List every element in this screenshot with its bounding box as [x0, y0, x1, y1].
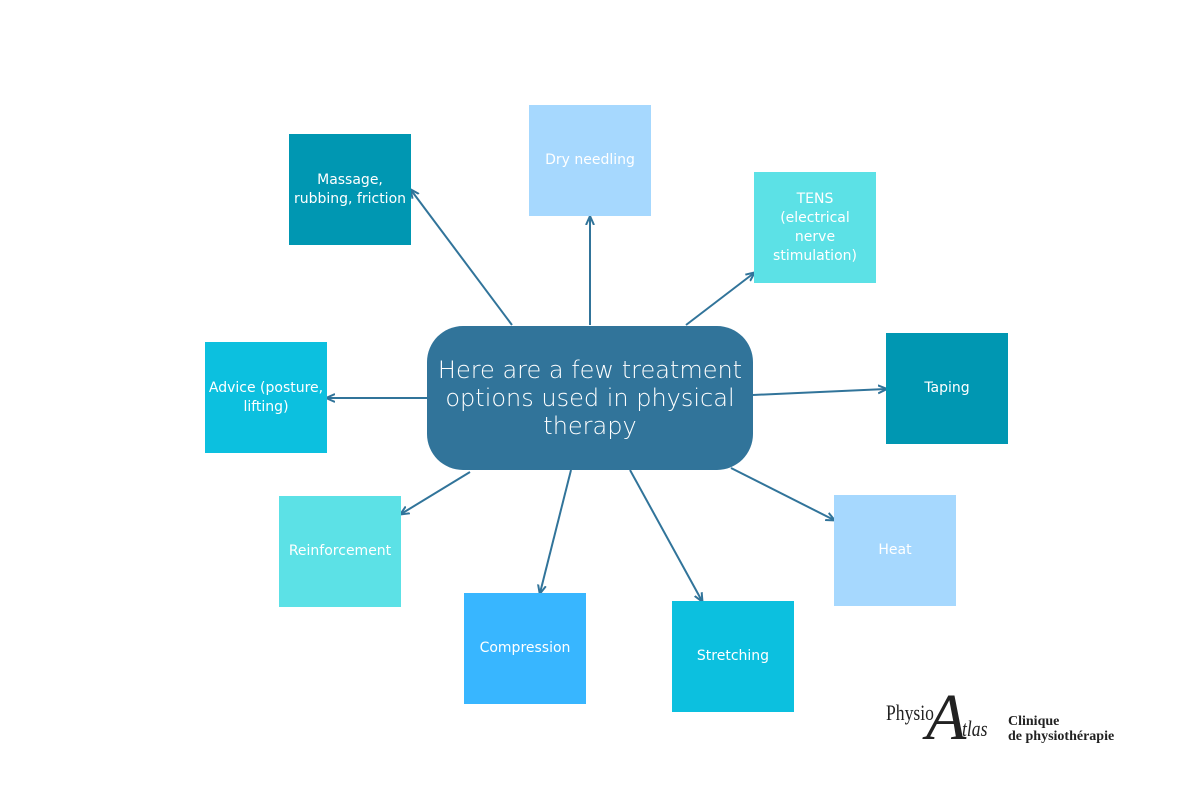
- connector-arrow: [629, 469, 702, 601]
- connector-arrow: [411, 190, 513, 326]
- connector-arrow: [401, 471, 471, 514]
- option-compression: Compression: [464, 593, 586, 704]
- option-label: Reinforcement: [288, 543, 392, 559]
- option-label: Compression: [479, 640, 571, 656]
- connector-arrow: [685, 273, 754, 326]
- connector-arrow: [752, 389, 886, 396]
- option-heat: Heat: [834, 495, 956, 606]
- option-advice: Advice (posture, lifting): [205, 342, 327, 453]
- option-reinforcement: Reinforcement: [279, 496, 401, 607]
- logo-a: A: [926, 681, 967, 754]
- option-label: Taping: [924, 380, 970, 396]
- logo-line2: de physiothérapie: [1008, 729, 1115, 744]
- option-stretching: Stretching: [672, 601, 794, 712]
- option-taping: Taping: [886, 333, 1008, 444]
- central-topic: Here are a few treatment options used in…: [427, 326, 753, 470]
- option-label: Heat: [878, 542, 912, 558]
- option-label: Massage, rubbing, friction: [293, 171, 407, 207]
- option-massage: Massage, rubbing, friction: [289, 134, 411, 245]
- logo-physio: Physio: [886, 700, 934, 725]
- connector-arrow: [730, 467, 834, 520]
- option-label: TENS (electrical nerve stimulation): [773, 190, 857, 264]
- central-topic-text: Here are a few treatment options used in…: [437, 356, 743, 440]
- option-dry-needling: Dry needling: [529, 105, 651, 216]
- option-tens: TENS (electrical nerve stimulation): [754, 172, 876, 283]
- logo-line1: Clinique: [1008, 714, 1060, 729]
- connector-arrow: [540, 469, 572, 593]
- option-label: Stretching: [696, 648, 770, 664]
- option-label: Dry needling: [545, 152, 635, 168]
- logo-tlas: tlas: [962, 716, 988, 741]
- option-label: Advice (posture, lifting): [208, 379, 324, 415]
